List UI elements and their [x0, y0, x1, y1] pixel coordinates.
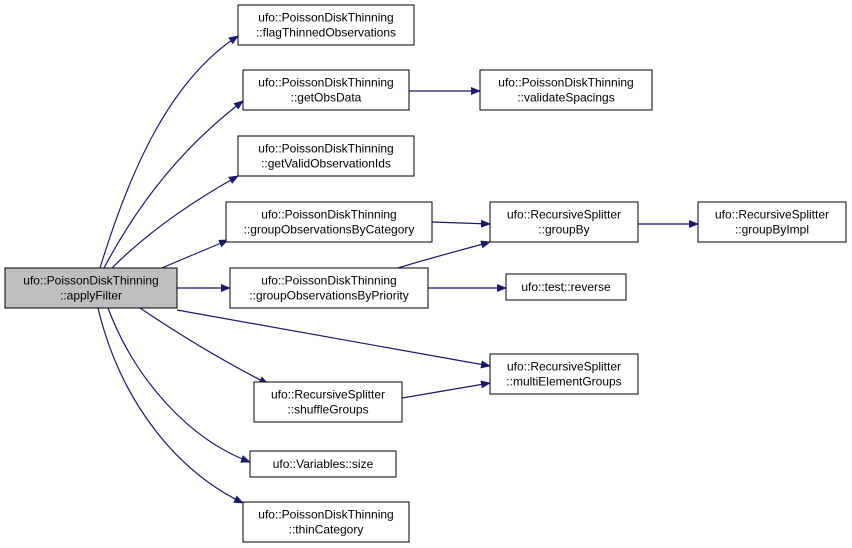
node-label-line: ufo::PoissonDiskThinning — [258, 76, 393, 90]
node-label-line: ::applyFilter — [60, 289, 122, 303]
node-label-line: ufo::PoissonDiskThinning — [258, 508, 393, 522]
edge-arrow — [99, 35, 239, 269]
node-label-line: ::groupObservationsByCategory — [244, 223, 415, 237]
node-box — [237, 135, 415, 177]
node-label-line: ::multiElementGroups — [506, 375, 621, 389]
edge-apply-filter-to-multi-element-groups — [176, 309, 491, 369]
node-group-by-category[interactable]: ufo::PoissonDiskThinning::groupObservati… — [225, 201, 433, 243]
nodes-layer: ufo::PoissonDiskThinning::applyFilterufo… — [4, 4, 847, 543]
node-label-line: ufo::PoissonDiskThinning — [23, 274, 158, 288]
node-variables-size[interactable]: ufo::Variables::size — [249, 450, 397, 478]
edge-apply-filter-to-get-valid-obs — [111, 175, 239, 269]
node-apply-filter[interactable]: ufo::PoissonDiskThinning::applyFilter — [4, 267, 178, 309]
node-box — [242, 501, 410, 543]
edge-arrow — [431, 219, 491, 228]
node-label-line: ufo::RecursiveSplitter — [507, 208, 621, 222]
node-box — [225, 201, 433, 243]
edge-arrow — [176, 309, 491, 369]
node-box — [489, 201, 639, 243]
edge-group-by-category-to-group-by — [431, 219, 491, 228]
node-label-line: ufo::PoissonDiskThinning — [261, 208, 396, 222]
node-label-line: ::groupBy — [538, 223, 589, 237]
node-box — [505, 273, 627, 301]
node-group-by[interactable]: ufo::RecursiveSplitter::groupBy — [489, 201, 639, 243]
node-label-line: ::thinCategory — [289, 523, 364, 537]
node-label-line: ::getObsData — [291, 91, 362, 105]
edge-apply-filter-to-thin-category — [97, 307, 244, 504]
edge-apply-filter-to-variables-size — [107, 307, 251, 463]
edge-arrow — [161, 239, 229, 269]
node-box — [479, 69, 653, 111]
node-label-line: ufo::test::reverse — [521, 280, 611, 294]
edge-group-by-priority-to-group-by — [397, 240, 491, 269]
node-label-line: ufo::RecursiveSplitter — [507, 360, 621, 374]
node-box — [489, 353, 639, 395]
node-thin-category[interactable]: ufo::PoissonDiskThinning::thinCategory — [242, 501, 410, 543]
node-group-by-impl[interactable]: ufo::RecursiveSplitter::groupByImpl — [697, 201, 847, 243]
edge-shuffle-groups-to-multi-element-groups — [401, 380, 491, 399]
edge-arrow — [97, 307, 244, 504]
node-box — [697, 201, 847, 243]
node-label-line: ufo::PoissonDiskThinning — [258, 11, 393, 25]
node-box — [242, 69, 410, 111]
node-label-line: ufo::RecursiveSplitter — [715, 208, 829, 222]
edge-arrow — [139, 307, 269, 385]
node-validate-spacings[interactable]: ufo::PoissonDiskThinning::validateSpacin… — [479, 69, 653, 111]
edge-arrow — [401, 380, 491, 399]
node-box — [253, 381, 403, 423]
node-flag-thinned[interactable]: ufo::PoissonDiskThinning::flagThinnedObs… — [237, 4, 415, 46]
edges-layer — [97, 35, 699, 504]
node-get-valid-obs[interactable]: ufo::PoissonDiskThinning::getValidObserv… — [237, 135, 415, 177]
edge-arrow — [397, 240, 491, 269]
node-label-line: ::validateSpacings — [517, 91, 614, 105]
edge-arrow — [111, 175, 239, 269]
node-box — [249, 450, 397, 478]
edge-apply-filter-to-get-obs-data — [103, 100, 244, 269]
edge-arrow — [103, 100, 244, 269]
node-get-obs-data[interactable]: ufo::PoissonDiskThinning::getObsData — [242, 69, 410, 111]
node-box — [4, 267, 178, 309]
edge-apply-filter-to-flag-thinned — [99, 35, 239, 269]
node-reverse[interactable]: ufo::test::reverse — [505, 273, 627, 301]
node-label-line: ufo::Variables::size — [273, 457, 374, 471]
node-shuffle-groups[interactable]: ufo::RecursiveSplitter::shuffleGroups — [253, 381, 403, 423]
node-label-line: ufo::PoissonDiskThinning — [498, 76, 633, 90]
node-label-line: ::groupByImpl — [735, 223, 809, 237]
node-group-by-priority[interactable]: ufo::PoissonDiskThinning::groupObservati… — [229, 267, 429, 309]
node-label-line: ufo::PoissonDiskThinning — [258, 142, 393, 156]
edge-arrow — [107, 307, 251, 463]
node-label-line: ::groupObservationsByPriority — [249, 289, 408, 303]
node-label-line: ::flagThinnedObservations — [256, 26, 396, 40]
node-box — [229, 267, 429, 309]
node-label-line: ::getValidObservationIds — [261, 157, 391, 171]
edge-apply-filter-to-group-by-category — [161, 239, 229, 269]
edge-apply-filter-to-shuffle-groups — [139, 307, 269, 385]
node-label-line: ::shuffleGroups — [287, 403, 368, 417]
node-box — [237, 4, 415, 46]
node-label-line: ufo::PoissonDiskThinning — [261, 274, 396, 288]
node-label-line: ufo::RecursiveSplitter — [271, 388, 385, 402]
node-multi-element-groups[interactable]: ufo::RecursiveSplitter::multiElementGrou… — [489, 353, 639, 395]
